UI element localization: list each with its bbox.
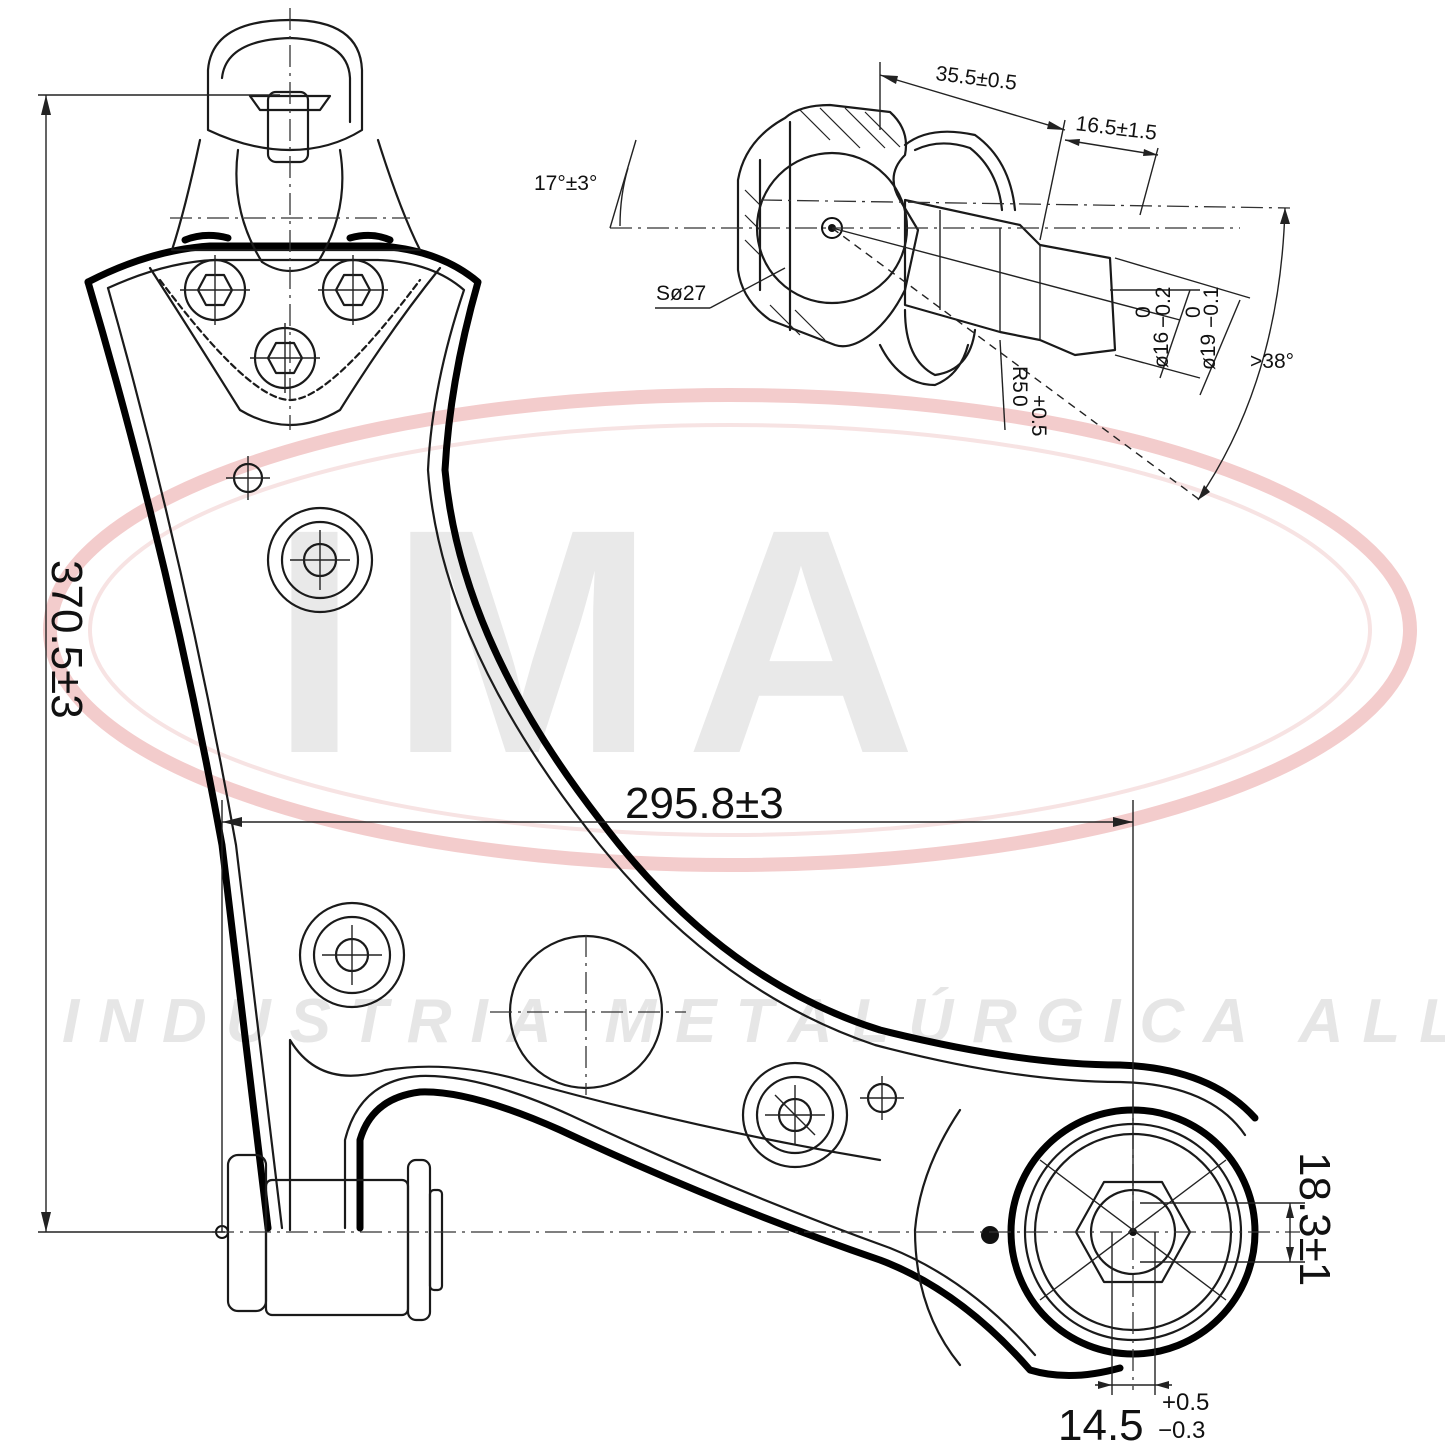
hole-large [490,934,686,1095]
hole-mid-left [298,901,406,1009]
dim-tilt-angle: 17°±3° [534,172,597,195]
dim-stud-length: 16.5±1.5 [1074,112,1158,145]
ball-joint-bolts [180,255,388,393]
dim-bore-tol-plus: +0.5 [1162,1389,1209,1416]
dim-height: 370.5±3 [38,94,280,1233]
watermark-subtitle: INDUSTRIA METALÚRGICA ALLI [62,987,1445,1056]
dim-dia-large-tol-bot: −0.1 [1200,287,1223,328]
watermark: IMA INDUSTRIA METALÚRGICA ALLI [43,388,1445,1056]
bolt-right [318,255,388,325]
dim-bore: 14.5 +0.5 −0.3 [1058,1232,1209,1445]
dim-width-label: 295.8±3 [625,779,784,828]
locator-mark-lower [860,1076,904,1120]
dim-sphere: Sø27 [656,282,706,305]
arm-outer-contour [84,242,1259,1122]
locator-mark-top [226,456,270,500]
dim-radius: R5 [1008,366,1031,393]
ball-joint-section: 35.5±0.5 16.5±1.5 17°±3° Sø27 ø16 0 −0.2… [534,62,1294,501]
hole-lower [741,1061,849,1169]
control-arm [84,242,1259,1379]
arm-holes [226,456,999,1244]
dim-swing-angle: >38° [1250,350,1294,373]
dim-dia-small-tol-top: 0 [1132,306,1155,318]
dim-dia-large: ø19 [1197,334,1220,370]
dim-bushing-offset-label: 18.3±1 [1290,1152,1339,1286]
dim-dia-small-tol-bot: −0.2 [1152,287,1175,328]
arm-inner-contour [106,258,1247,1137]
dim-radius-tol-top: +0.5 [1027,395,1050,436]
hole-upper [266,506,374,614]
dim-dia-large-tol-top: 0 [1182,306,1205,318]
watermark-ring [43,388,1417,872]
dim-bushing-offset: 18.3±1 [1140,1152,1339,1286]
dim-bore-label: 14.5 [1058,1401,1144,1445]
watermark-logo: IMA [270,462,947,820]
front-bushing [215,1153,444,1322]
ball-joint-top [170,8,422,430]
bolt-left [180,255,250,325]
arm-lower-arch [356,1088,1124,1379]
dim-joint-length: 35.5±0.5 [934,62,1018,95]
dim-width: 295.8±3 [221,779,1134,1232]
dot-marker [981,1226,999,1244]
dim-height-label: 370.5±3 [42,560,91,719]
rear-bushing [913,1106,1259,1367]
dim-dia-small: ø16 [1150,332,1173,368]
dim-bore-tol-minus: −0.3 [1158,1417,1205,1444]
dim-radius-tol-bot: 0 [1008,395,1031,407]
bolt-center [250,323,320,393]
